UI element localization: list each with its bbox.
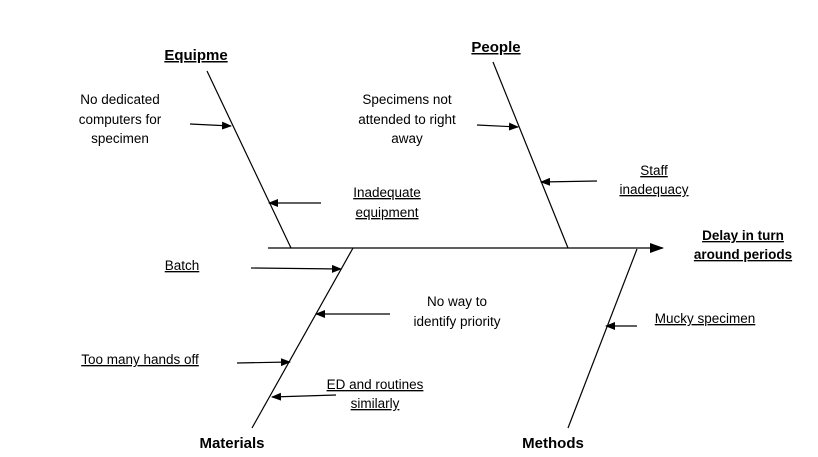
- cause-arrow: [189, 121, 232, 130]
- cause-text: Staff: [640, 163, 668, 178]
- cause-text: Batch: [165, 258, 200, 273]
- cause-text: equipment: [355, 205, 418, 220]
- cause-arrow: [236, 358, 291, 367]
- cause-text: Mucky specimen: [655, 311, 756, 326]
- cause-text: specimen: [91, 131, 149, 146]
- category-people: People: [471, 39, 520, 56]
- cause-text: identify priority: [413, 314, 500, 329]
- methods-bone: [567, 248, 638, 429]
- materials-bone: [251, 247, 354, 429]
- cause-text: inadequacy: [619, 182, 688, 197]
- cause-arrow: [271, 392, 337, 401]
- equipment-bone: [206, 70, 292, 249]
- cause-text: away: [391, 131, 423, 146]
- cause-text: Inadequate: [353, 185, 421, 200]
- cause-arrow: [476, 122, 519, 131]
- cause-text: similarly: [351, 396, 400, 411]
- cause-text: No way to: [427, 294, 487, 309]
- cause-text: computers for: [79, 112, 162, 127]
- people-bone: [492, 61, 569, 249]
- category-methods: Methods: [522, 435, 584, 452]
- category-materials: Materials: [199, 435, 264, 452]
- category-equipment: Equipme: [164, 47, 227, 64]
- cause-text: Specimens not: [362, 92, 452, 107]
- cause-text: attended to right: [358, 112, 456, 127]
- cause-arrow: [540, 177, 598, 186]
- cause-text: ED and routines: [327, 377, 424, 392]
- cause-arrow: [250, 264, 342, 273]
- effect-line-1: Delay in turn: [702, 228, 784, 243]
- cause-text: No dedicated: [80, 92, 160, 107]
- cause-text: Too many hands off: [81, 352, 199, 367]
- effect-line-2: around periods: [694, 247, 792, 262]
